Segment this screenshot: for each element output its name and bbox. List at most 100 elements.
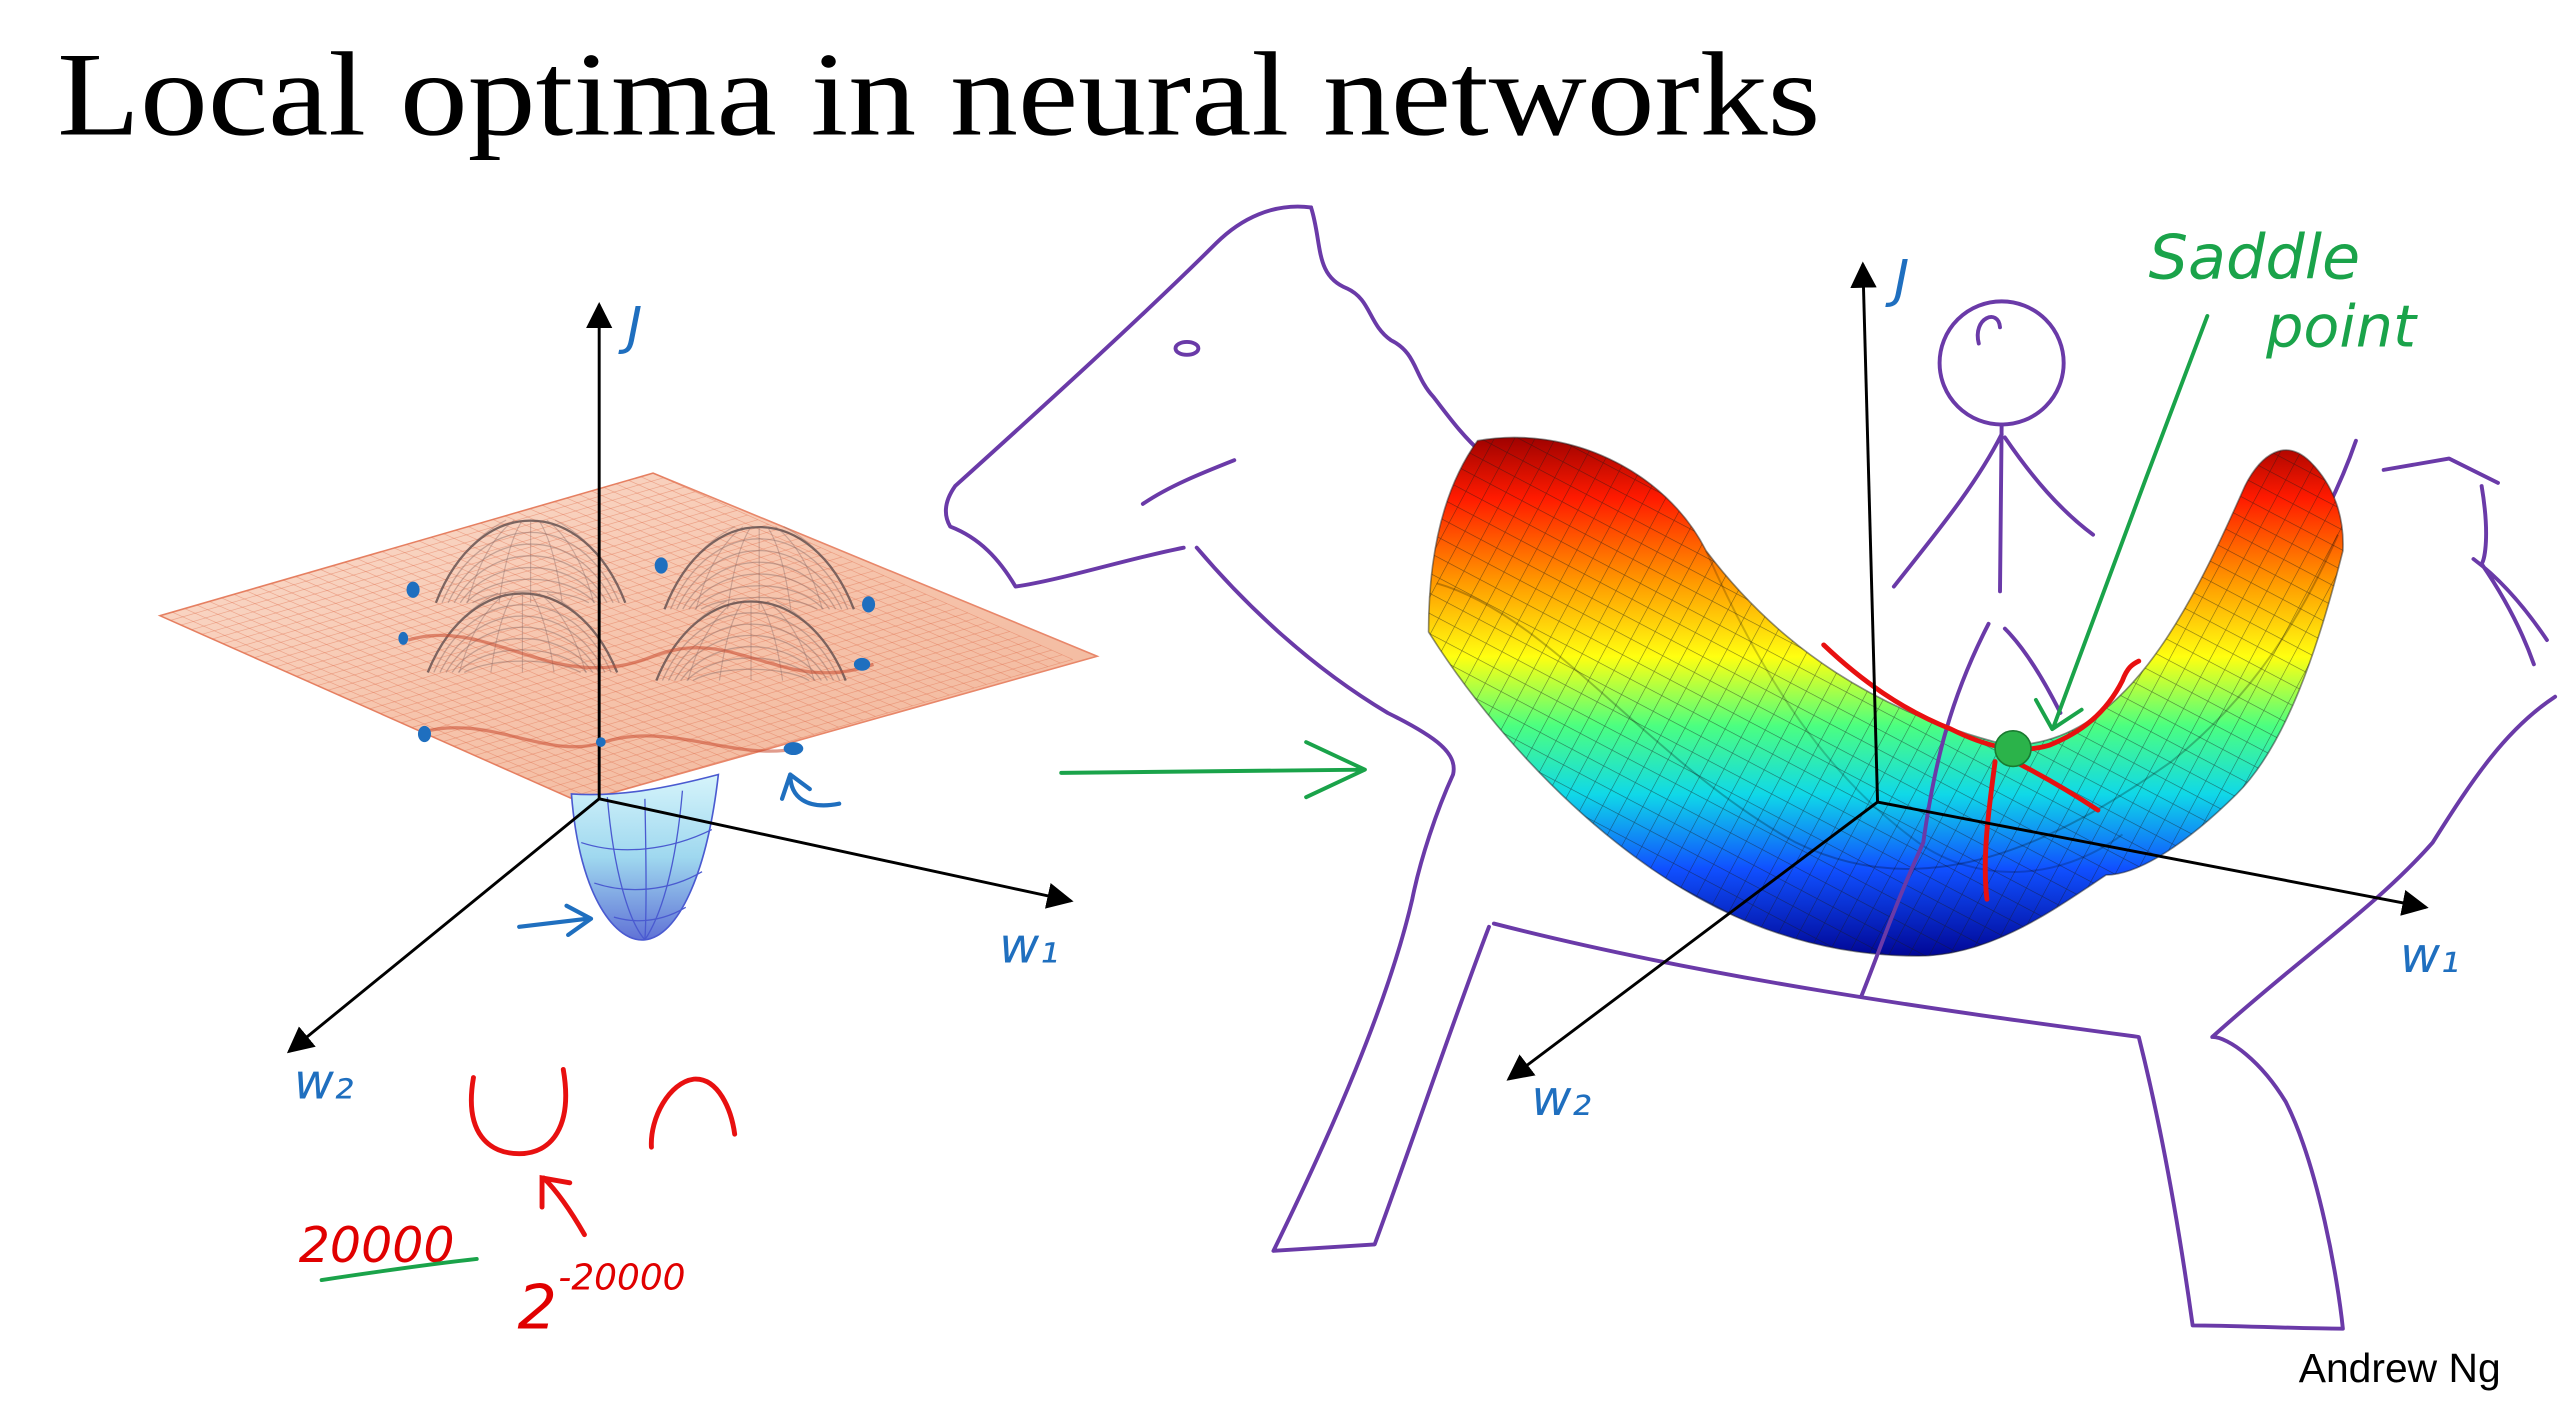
local-optimum-dot: [417, 725, 432, 743]
probability-exponent: -20000: [558, 1258, 685, 1299]
hill-mesh-line: [663, 526, 735, 610]
mesh-line: [464, 608, 957, 751]
horse-body-and-back-leg: [1491, 694, 2558, 1331]
hill-mesh-line: [694, 585, 824, 610]
hill-mesh-line: [767, 600, 815, 681]
mesh-line: [468, 527, 888, 713]
mesh-line: [234, 594, 654, 780]
hill-mesh-line: [676, 550, 843, 610]
saddle-point-marker: [1994, 729, 2032, 768]
hill-mesh-line: [554, 519, 626, 603]
w1-axis: [598, 797, 1074, 909]
mesh-line: [407, 544, 827, 730]
red-pointer-arrow: [539, 1175, 587, 1238]
mesh-line: [233, 506, 726, 649]
hill-mesh-line: [688, 573, 831, 610]
rider-arms: [1891, 432, 2096, 589]
bowl-mesh-line: [613, 906, 687, 922]
mesh-line: [496, 622, 989, 765]
hill-mesh-line: [433, 604, 612, 673]
mesh-line: [181, 482, 674, 625]
hill-mesh-line: [758, 600, 784, 681]
j-axis: [1850, 261, 1880, 803]
hill-mesh-line: [700, 596, 818, 610]
concave-sketch: [648, 1076, 738, 1150]
hill-mesh-line: [682, 561, 837, 610]
horse-mane: [1309, 205, 1485, 456]
mesh-line: [604, 487, 1024, 673]
transition-arrow: [1059, 740, 1367, 800]
mesh-line: [244, 510, 737, 653]
mesh-line: [222, 598, 642, 784]
hill-mesh-line: [669, 538, 849, 610]
mesh-grid: [160, 473, 1073, 802]
local-optima-markers: [398, 557, 876, 756]
hill-mesh-line: [451, 637, 594, 673]
mesh-line: [580, 659, 1073, 802]
saddle-annotation-line2: point: [2265, 293, 2418, 361]
mesh-line: [223, 501, 716, 644]
mesh-line: [653, 473, 1073, 659]
mesh-line: [567, 498, 987, 684]
mesh-line: [338, 552, 831, 695]
mesh-line: [554, 502, 974, 688]
bowl-mesh-line: [644, 798, 647, 940]
hill-mesh-line: [457, 649, 588, 673]
mesh-line: [307, 538, 800, 681]
mesh-line: [191, 487, 684, 630]
hill-mesh-line: [453, 555, 608, 604]
hill-mesh-line: [655, 600, 847, 681]
hill-mesh-line: [667, 623, 835, 681]
w2-axis: [286, 797, 601, 1054]
hill-mesh-line: [655, 600, 727, 681]
mesh-line: [548, 645, 1041, 788]
mesh-line: [370, 555, 790, 741]
mesh-line: [359, 562, 852, 705]
j-axis-label: J: [618, 297, 642, 357]
hill-mesh-line: [674, 634, 829, 681]
convex-sketch: [469, 1066, 569, 1157]
bowl-mesh-line: [606, 797, 646, 941]
hill-mesh-line: [447, 543, 614, 604]
mesh-line: [357, 559, 777, 745]
mesh-line: [286, 529, 779, 672]
mesh-line: [527, 636, 1020, 779]
mesh-line: [212, 496, 705, 639]
mesh-line: [380, 571, 873, 714]
w2-axis: [1506, 800, 1879, 1081]
w2-axis-label: w₂: [1531, 1070, 1591, 1127]
pointer-arrow-global-minimum: [517, 903, 594, 938]
mesh-line: [542, 505, 962, 691]
hill-mesh-line: [663, 526, 855, 610]
w2-axis-label: w₂: [294, 1054, 354, 1111]
mesh-line: [401, 580, 894, 723]
hill-mesh-line: [680, 646, 822, 681]
rider-drawing: [1859, 299, 2096, 999]
horse-mouth: [1140, 458, 1237, 506]
mesh-line: [265, 520, 758, 663]
mesh-line: [475, 613, 968, 756]
mesh-line: [382, 552, 802, 738]
mesh-line: [160, 616, 580, 802]
right-plot: J w₁ w₂ Saddle point: [943, 204, 2558, 1331]
horse-head: [943, 204, 1313, 589]
mesh-line: [254, 515, 747, 658]
saddle-contour: [1436, 534, 2339, 870]
probability-base: 2: [518, 1272, 557, 1344]
hill-mesh-line: [687, 600, 736, 681]
mesh-line: [275, 524, 768, 667]
hill-mesh-line: [727, 526, 752, 610]
hill-mesh-line: [692, 668, 810, 682]
local-optimum-dot: [595, 737, 606, 747]
hill-mesh-line: [783, 526, 855, 610]
hill-mesh-line: [472, 590, 590, 604]
mesh-line: [412, 585, 905, 728]
hill-mesh-line: [538, 519, 563, 603]
hill-mesh-line: [459, 566, 602, 604]
saddle-surface-edge: [1427, 436, 2344, 957]
w1-axis-label: w₁: [2400, 927, 2460, 984]
hill-mesh-line: [435, 519, 507, 603]
mesh-line: [172, 612, 592, 798]
mesh-line: [370, 566, 863, 709]
